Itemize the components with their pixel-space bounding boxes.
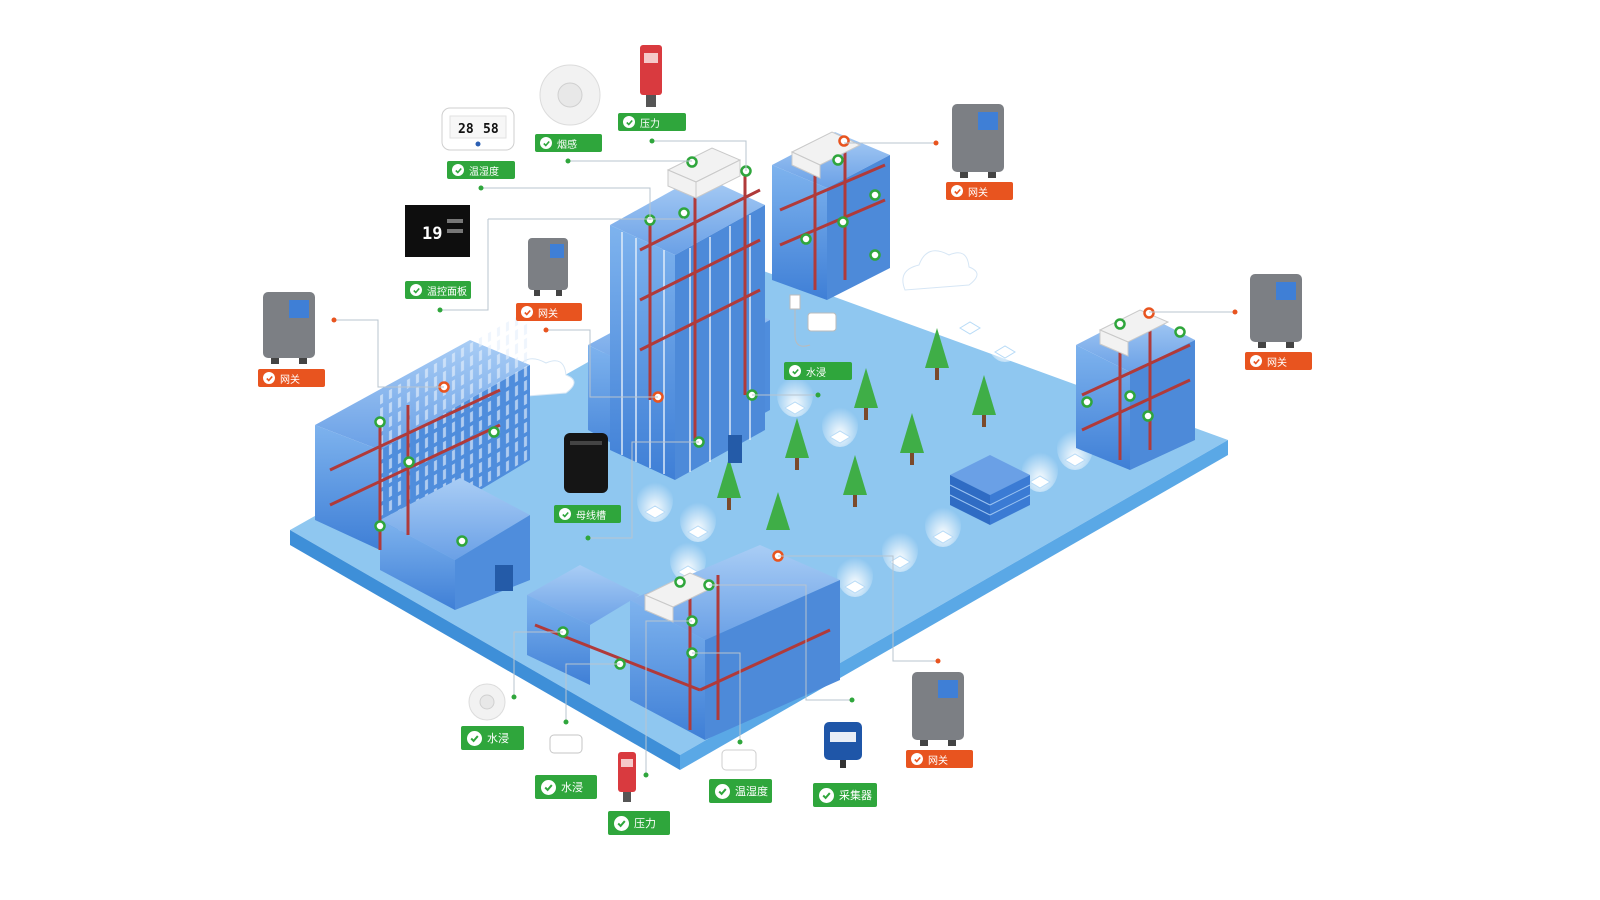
tag-busbar[interactable]: 母线槽 bbox=[554, 505, 621, 523]
check-icon bbox=[819, 787, 834, 803]
leader-dots bbox=[331, 138, 1238, 778]
pressure-sensor-icon bbox=[640, 45, 662, 107]
tag-collector[interactable]: 采集器 bbox=[813, 783, 877, 807]
check-icon bbox=[911, 753, 923, 765]
water-leak-sensor-icon bbox=[549, 734, 583, 754]
tag-water-bottom-2[interactable]: 水浸 bbox=[535, 775, 597, 799]
tag-smoke-top[interactable]: 烟感 bbox=[535, 134, 602, 152]
tag-gateway-left[interactable]: 网关 bbox=[258, 369, 325, 387]
tag-water-bottom-1[interactable]: 水浸 bbox=[461, 726, 524, 750]
gateway-icon bbox=[952, 104, 1004, 178]
building-right bbox=[1076, 309, 1195, 470]
humidity-top-humidity: 58 bbox=[483, 122, 499, 137]
tag-humidity-top[interactable]: 温湿度 bbox=[447, 161, 515, 179]
tag-humidity-bottom[interactable]: 温湿度 bbox=[709, 779, 772, 803]
gateway-icon bbox=[528, 238, 568, 296]
check-icon bbox=[623, 116, 635, 128]
tag-label: 温湿度 bbox=[735, 785, 768, 798]
check-icon bbox=[452, 164, 464, 176]
tag-label: 采集器 bbox=[839, 789, 872, 802]
tag-label: 网关 bbox=[968, 187, 988, 199]
tag-label: 母线槽 bbox=[576, 510, 606, 522]
gateway-icon bbox=[263, 292, 315, 364]
check-icon bbox=[541, 779, 556, 795]
smoke-detector-icon bbox=[539, 64, 601, 126]
check-icon bbox=[715, 783, 730, 799]
tag-label: 水浸 bbox=[561, 781, 583, 794]
tag-pressure-top[interactable]: 压力 bbox=[618, 113, 686, 131]
check-icon bbox=[559, 508, 571, 520]
tag-label: 压力 bbox=[634, 817, 656, 830]
tag-thermostat[interactable]: 温控面板 bbox=[405, 281, 471, 299]
building-left bbox=[315, 309, 530, 610]
pressure-sensor-icon bbox=[618, 752, 636, 802]
building-top-right bbox=[772, 131, 890, 300]
gateway-icon bbox=[1250, 274, 1302, 348]
tag-label: 网关 bbox=[538, 308, 558, 320]
building-bottom bbox=[527, 545, 840, 740]
check-icon bbox=[540, 137, 552, 149]
tag-gateway-bottom-right[interactable]: 网关 bbox=[906, 750, 973, 768]
tag-label: 网关 bbox=[1267, 357, 1287, 369]
tag-label: 温湿度 bbox=[469, 166, 499, 178]
tag-label: 水浸 bbox=[806, 367, 826, 379]
check-icon bbox=[263, 372, 275, 384]
tag-gateway-top-right[interactable]: 网关 bbox=[946, 182, 1013, 200]
check-icon bbox=[467, 730, 482, 746]
check-icon bbox=[521, 306, 533, 318]
thermo-hygrometer-icon bbox=[721, 749, 757, 771]
gateway-icon bbox=[912, 672, 964, 746]
data-collector-icon bbox=[824, 722, 862, 768]
leader-lines bbox=[334, 140, 1235, 775]
data-center-block bbox=[949, 455, 1031, 525]
check-icon bbox=[410, 284, 422, 296]
check-icon bbox=[789, 365, 801, 377]
smoke-detector-icon bbox=[468, 683, 506, 721]
ground-lights bbox=[637, 293, 1093, 597]
water-leak-sensor-icon bbox=[789, 294, 837, 347]
tag-label: 温控面板 bbox=[427, 286, 467, 298]
thermo-hygrometer-icon: 28 58 bbox=[441, 107, 515, 151]
thermostat-panel-icon: 19 bbox=[405, 205, 470, 257]
tag-label: 压力 bbox=[640, 118, 660, 130]
tag-label: 网关 bbox=[928, 755, 948, 767]
check-icon bbox=[951, 185, 963, 197]
tag-gateway-right[interactable]: 网关 bbox=[1245, 352, 1312, 370]
building-main-tower bbox=[588, 147, 770, 480]
check-icon bbox=[1250, 355, 1262, 367]
thermostat-reading: 19 bbox=[422, 224, 442, 244]
trees bbox=[717, 328, 996, 530]
tag-label: 水浸 bbox=[487, 732, 509, 745]
tag-gateway-center[interactable]: 网关 bbox=[516, 303, 582, 321]
humidity-top-temp: 28 bbox=[458, 122, 474, 137]
tag-pressure-bottom[interactable]: 压力 bbox=[608, 811, 670, 835]
busbar-monitor-icon bbox=[564, 433, 608, 493]
tag-label: 烟感 bbox=[557, 139, 577, 151]
check-icon bbox=[614, 815, 629, 831]
tag-label: 网关 bbox=[280, 374, 300, 386]
tag-water-center[interactable]: 水浸 bbox=[784, 362, 852, 380]
